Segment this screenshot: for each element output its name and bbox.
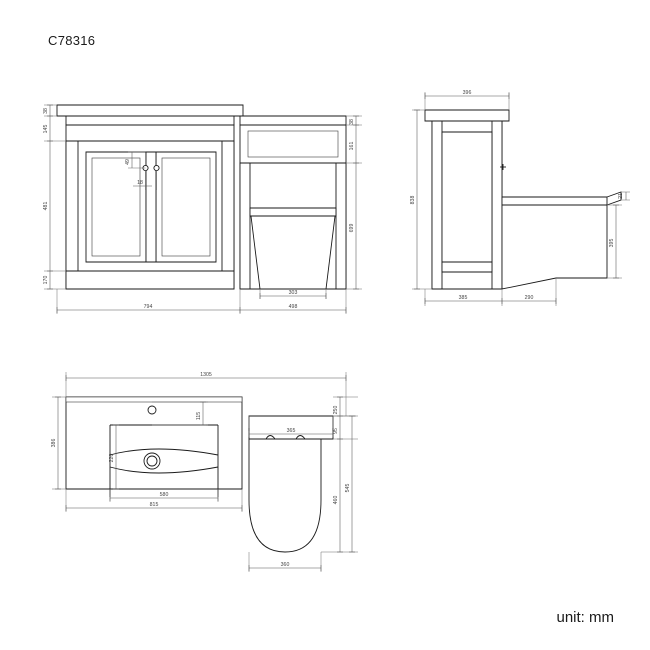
dim-plan-toilet-360: 360 [281,562,290,568]
dim-front-pan-303: 303 [289,290,298,296]
dim-front-toilet-38: 38 [349,119,355,125]
dim-plan-386: 386 [51,439,57,448]
dim-side-395: 395 [609,239,615,248]
page-title: C78316 [48,33,96,48]
dim-plan-toilet-250: 250 [333,406,339,415]
dim-front-width-498: 498 [289,304,298,310]
front-elevation-vanity [57,105,243,289]
plan-view-toilet [249,416,333,552]
plan-toilet-dims: 365 360 250 95 460 [248,396,358,572]
dim-front-v-170: 170 [43,276,49,285]
dim-front-width-794: 794 [144,304,153,310]
dim-plan-toilet-545: 545 [345,484,351,493]
unit-label: unit: mm [556,609,614,626]
dim-plan-580: 580 [160,492,169,498]
dim-front-toilet-699: 699 [349,224,355,233]
dim-front-v-38: 38 [43,108,49,114]
dim-front-toilet-161: 161 [349,142,355,151]
front-elevation-toilet-unit [240,116,346,289]
front-elevation-bottom-dims: 303 794 498 [56,289,347,314]
front-elevation-knob-dims: 49 18 [125,151,157,190]
plan-view-basin [66,397,242,497]
dim-side-290: 290 [525,295,534,301]
dim-plan-115: 115 [196,412,202,420]
dim-front-knob-18: 18 [137,180,143,186]
dim-plan-toilet-460: 460 [333,496,339,505]
dim-plan-220: 220 [109,454,115,463]
dim-front-knob-49: 49 [125,159,131,165]
dim-plan-toilet-95: 95 [333,428,339,434]
dim-plan-1305: 1305 [200,372,212,378]
dim-plan-815: 815 [150,502,159,508]
plan-basin-dims: 1305 386 115 220 5 [51,372,347,512]
side-elevation [425,110,621,289]
dim-front-v-481: 481 [43,202,49,211]
dim-side-396: 396 [463,90,472,96]
dim-side-21: 21 [618,193,624,199]
front-elevation-right-dims: 38 161 699 [346,115,362,290]
front-elevation-left-dims: 38 145 481 170 [43,104,66,290]
dim-side-838: 838 [410,196,416,205]
dim-side-385: 385 [459,295,468,301]
dim-front-v-145: 145 [43,125,49,134]
side-elevation-dims: 396 838 385 290 21 [410,90,630,306]
dim-plan-toilet-365: 365 [287,428,296,434]
